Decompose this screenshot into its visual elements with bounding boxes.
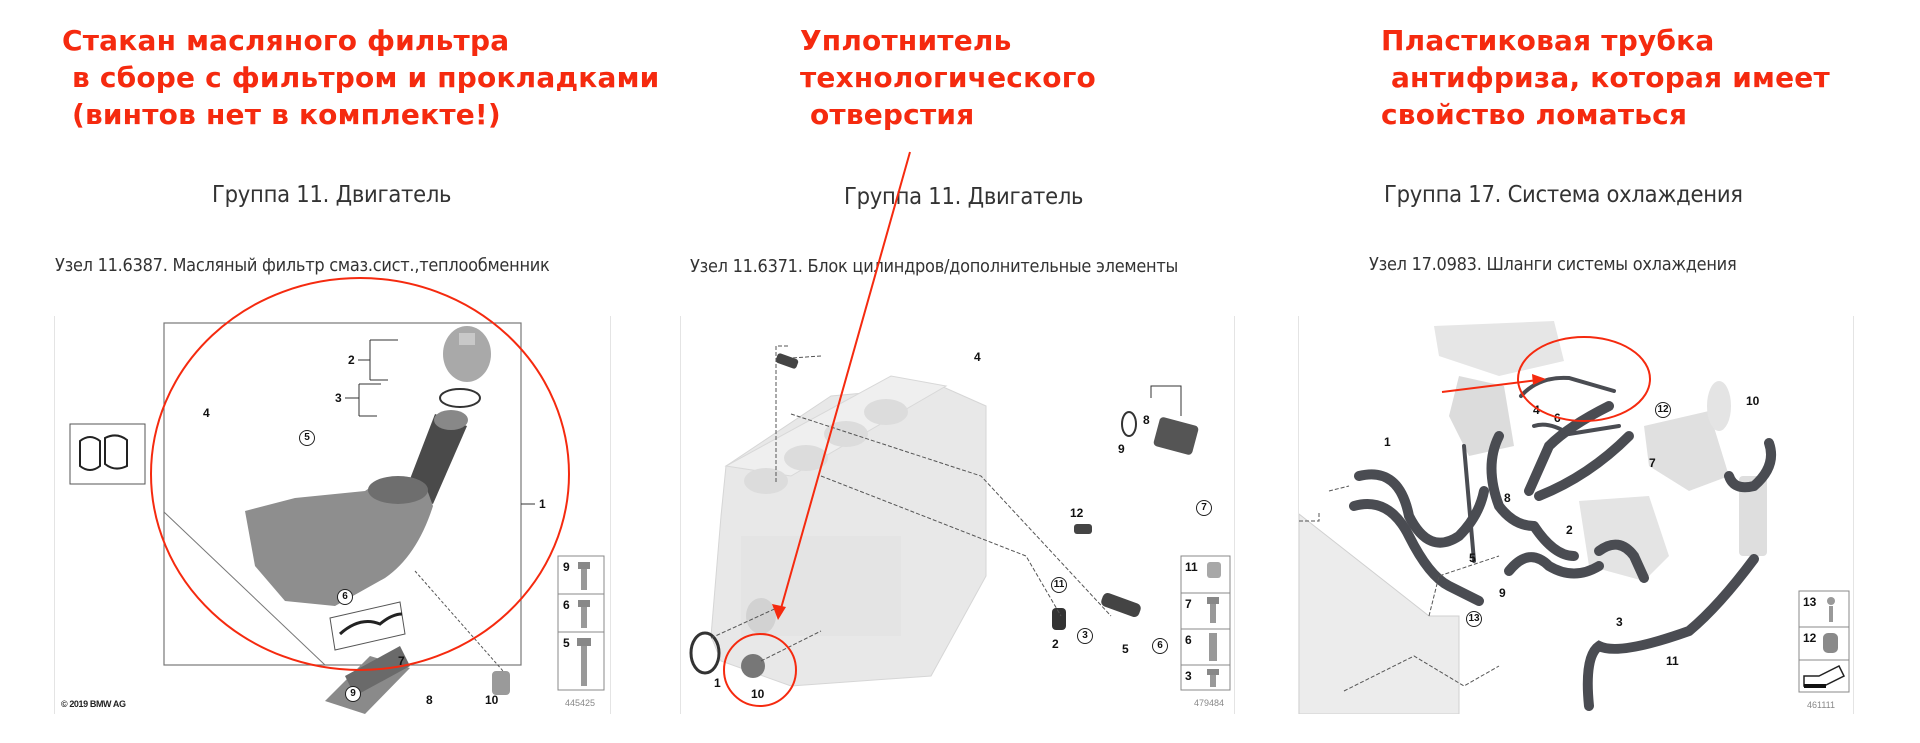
callout-3: 3	[335, 391, 342, 405]
callout-7: 7	[398, 654, 405, 668]
diagram-id: 461111	[1807, 700, 1836, 710]
callout-9: 9	[1499, 586, 1506, 600]
callout-7: 7	[1649, 456, 1656, 470]
circled-callout-5: 5	[299, 430, 315, 446]
diagram-id: 445425	[565, 698, 596, 708]
parts-table-num-6: 6	[563, 598, 570, 612]
callout-9: 9	[1118, 442, 1125, 456]
callout-8: 8	[426, 693, 433, 707]
parts-table-num-13: 13	[1803, 595, 1817, 609]
cooling-hoses-illustration	[1299, 321, 1850, 714]
circled-callout-7: 7	[1196, 500, 1212, 516]
callout-12: 12	[1070, 506, 1084, 520]
circled-callout-3: 3	[1077, 628, 1093, 644]
callout-11: 11	[1666, 654, 1679, 668]
callout-1: 1	[1384, 435, 1391, 449]
oil-filter-illustration	[69, 322, 605, 714]
callout-6: 6	[1554, 411, 1561, 425]
parts-table-num-9: 9	[563, 560, 570, 574]
callout-5: 5	[1122, 642, 1129, 656]
callout-8: 8	[1143, 413, 1150, 427]
group-title-middle: Группа 11. Двигатель	[844, 184, 1084, 210]
diagram-id: 479484	[1194, 698, 1225, 708]
callout-2: 2	[1052, 637, 1059, 651]
copyright: © 2019 BMW AG	[61, 699, 126, 709]
circled-callout-11: 11	[1051, 577, 1067, 593]
callout-4: 4	[1533, 403, 1540, 417]
circled-callout-13: 13	[1466, 611, 1482, 627]
callout-4: 4	[203, 406, 210, 420]
group-title-left: Группа 11. Двигатель	[212, 182, 452, 208]
circled-callout-6: 6	[1152, 638, 1168, 654]
parts-table-num-5: 5	[563, 636, 570, 650]
annotation-oil-filter-housing: Стакан масляного фильтра в сборе с фильт…	[62, 24, 660, 131]
callout-8: 8	[1504, 491, 1511, 505]
circled-callout-12: 12	[1655, 402, 1671, 418]
callout-5: 5	[1469, 551, 1476, 565]
callout-3: 3	[1616, 615, 1623, 629]
callout-10: 10	[751, 687, 765, 701]
callout-1: 1	[539, 497, 546, 511]
diagram-panel-engine-block: 1 2 4 5 8 9 10 12 3 6 7 11 11 7 6 3 4794…	[680, 316, 1235, 714]
callout-1: 1	[714, 676, 721, 690]
callout-2: 2	[1566, 523, 1573, 537]
callout-10: 10	[485, 693, 499, 707]
annotation-coolant-pipe: Пластиковая трубка антифриза, которая им…	[1381, 24, 1830, 131]
node-title-right: Узел 17.0983. Шланги системы охлаждения	[1369, 254, 1737, 275]
callout-10: 10	[1746, 394, 1760, 408]
parts-table-num-12: 12	[1803, 631, 1817, 645]
annotation-plug-seal: Уплотнитель технологического отверстия	[800, 24, 1096, 131]
node-title-left: Узел 11.6387. Масляный фильтр смаз.сист.…	[55, 255, 550, 276]
parts-table-num-11: 11	[1185, 560, 1198, 574]
diagram-panel-oil-filter: 1 2 3 4 7 8 10 5 6 9 9 6 5 © 2019 BMW AG…	[54, 316, 611, 714]
circled-callout-6: 6	[337, 589, 353, 605]
group-title-right: Группа 17. Система охлаждения	[1384, 182, 1743, 208]
circled-callout-9: 9	[345, 686, 361, 702]
diagram-panel-cooling-hoses: 1 2 3 4 5 6 7 8 9 10 11 12 13 13 12 4611…	[1298, 316, 1854, 714]
node-title-middle: Узел 11.6371. Блок цилиндров/дополнитель…	[690, 256, 1179, 277]
parts-table-num-7: 7	[1185, 597, 1192, 611]
engine-block-illustration	[689, 345, 1231, 691]
parts-table-num-3: 3	[1185, 669, 1192, 683]
callout-4: 4	[974, 350, 981, 364]
parts-table-num-6: 6	[1185, 633, 1192, 647]
callout-2: 2	[348, 353, 355, 367]
